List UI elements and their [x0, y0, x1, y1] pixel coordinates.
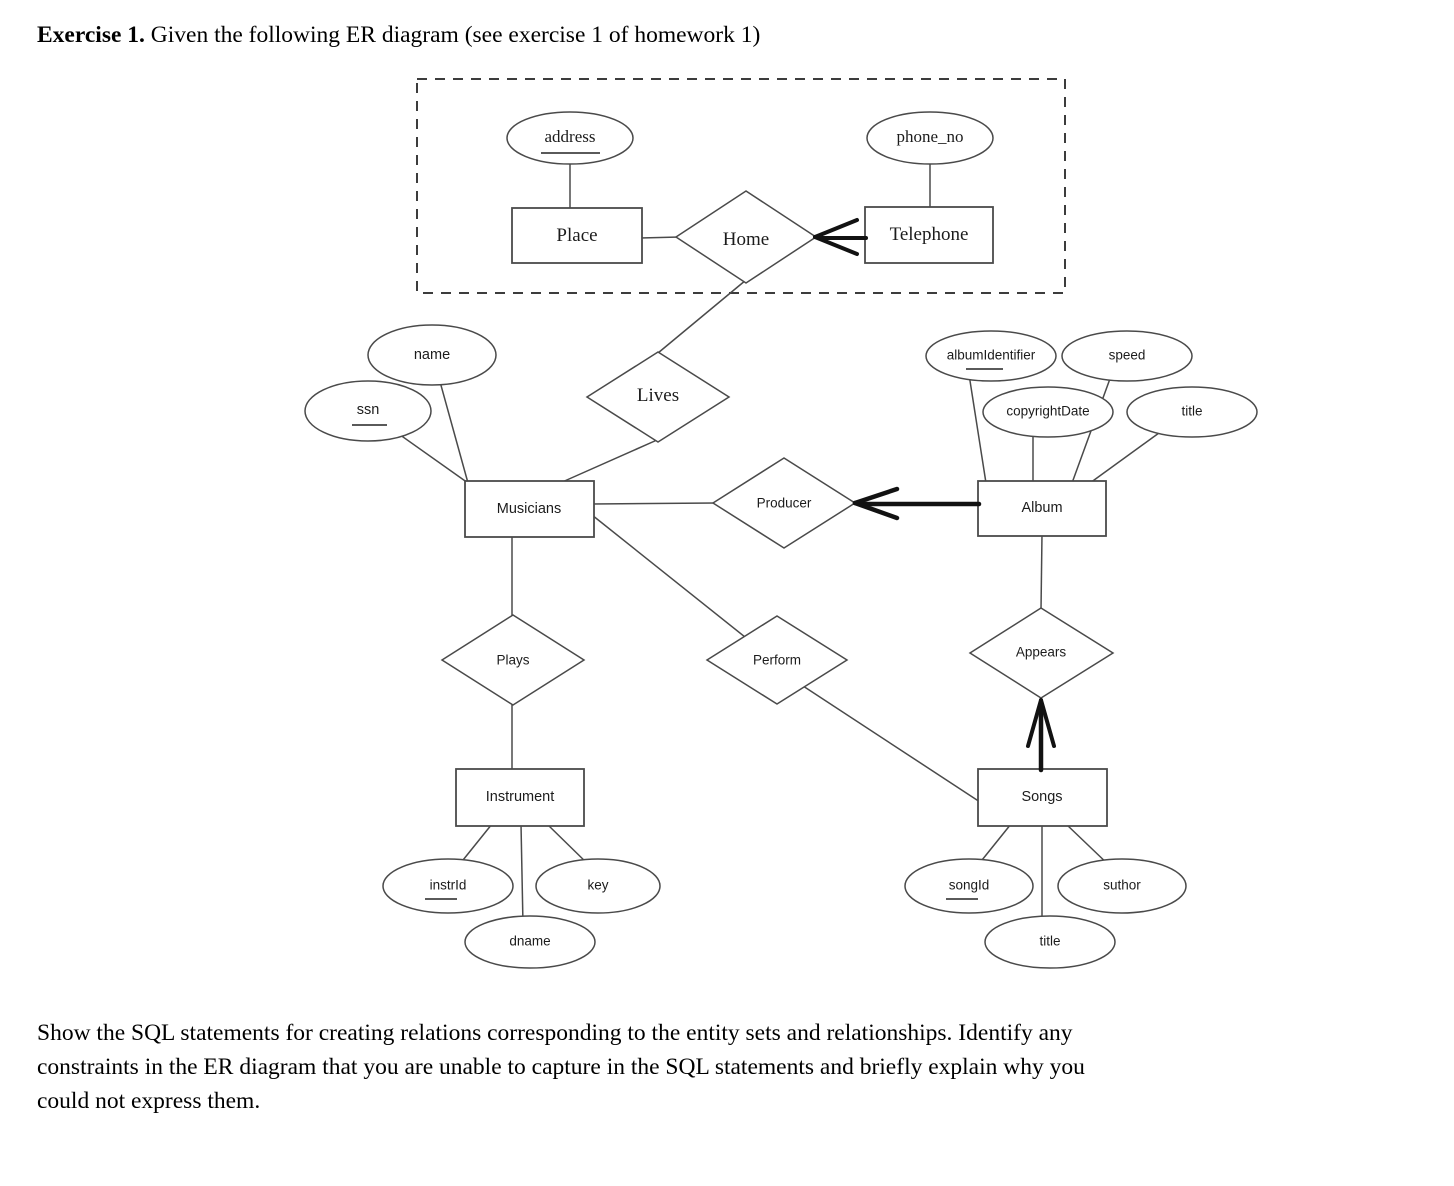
question-line-3: could not express them.: [37, 1088, 261, 1114]
entity-album-label: Album: [1021, 500, 1063, 516]
relationship-diamonds: [440, 190, 1115, 706]
entity-telephone-box: [864, 206, 994, 264]
edge-musicians-perform: [591, 514, 751, 642]
attribute-albumidentifier-ellipse: [925, 330, 1057, 382]
attribute-name-label: name: [413, 347, 451, 363]
attribute-songid-ellipse: [904, 858, 1034, 914]
attribute-suthor-ellipse: [1057, 858, 1187, 914]
relationship-perform-diamond: [705, 615, 849, 705]
attribute-copyrightdate-label: copyrightDate: [1006, 403, 1090, 419]
attribute-key-label: key: [587, 877, 609, 893]
attribute-instrid-label: instrId: [429, 877, 467, 893]
home-subdiagram-dashed-frame: [416, 78, 1066, 294]
relationship-producer-diamond: [711, 457, 857, 549]
edge-lives-musicians: [559, 439, 658, 484]
edge-perform-songs: [799, 683, 981, 803]
many-arrow-album-producer: [852, 486, 982, 521]
entity-instrument-label: Instrument: [485, 789, 555, 805]
relationship-producer-label: Producer: [756, 495, 812, 511]
relationship-plays-diamond: [440, 614, 586, 706]
attribute-ellipses: [304, 111, 1258, 969]
edge-title-album: [1089, 424, 1171, 484]
relationship-home-label: Home: [722, 229, 770, 250]
entity-songs-label: Songs: [1021, 789, 1063, 805]
edge-dname-instrument: [520, 823, 524, 926]
attribute-key-ellipse: [535, 858, 661, 914]
attribute-suthor-label: suthor: [1103, 877, 1141, 893]
question-line-2: constraints in the ER diagram that you a…: [37, 1054, 1085, 1080]
attribute-songs-title-label: title: [1039, 933, 1061, 949]
attribute-songid-label: songId: [948, 877, 990, 893]
attribute-ssn-label: ssn: [356, 402, 380, 418]
attribute-dname-label: dname: [509, 933, 551, 949]
edge-albumidentifier-album: [967, 367, 987, 484]
edge-musicians-producer: [591, 502, 717, 505]
question-line-1: Show the SQL statements for creating rel…: [37, 1020, 1073, 1046]
exercise-question-paragraph: Show the SQL statements for creating rel…: [37, 1016, 1085, 1118]
relationship-appears-label: Appears: [1015, 644, 1067, 660]
many-arrow-telephone-home: [813, 218, 868, 256]
attribute-phone-no-label: phone_no: [896, 127, 964, 146]
attribute-copyrightdate-ellipse: [982, 386, 1114, 438]
entity-songs-box: [977, 768, 1108, 827]
entity-telephone-label: Telephone: [889, 224, 969, 245]
edge-place-home: [639, 236, 681, 239]
relationship-lives-diamond: [585, 351, 731, 443]
attribute-albumidentifier-label: albumIdentifier: [946, 347, 1036, 363]
attribute-address-ellipse: [506, 111, 634, 165]
attribute-album-title-ellipse: [1126, 386, 1258, 438]
many-arrows: [813, 218, 1056, 773]
entity-instrument-box: [455, 768, 585, 827]
entity-musicians-box: [464, 480, 595, 538]
entity-boxes: [455, 206, 1108, 827]
attribute-songs-title-ellipse: [984, 915, 1116, 969]
entity-musicians-label: Musicians: [496, 501, 562, 517]
relationship-perform-label: Perform: [752, 652, 802, 668]
key-underlines: [352, 152, 1003, 900]
attribute-phone-no-ellipse: [866, 111, 994, 165]
attribute-instrid-ellipse: [382, 858, 514, 914]
attribute-speed-ellipse: [1061, 330, 1193, 382]
entity-place-label: Place: [556, 225, 598, 246]
edge-home-lives: [657, 279, 747, 354]
attribute-address-label: address: [544, 127, 596, 146]
entity-album-box: [977, 480, 1107, 537]
many-arrow-songs-appears: [1026, 698, 1056, 773]
attribute-speed-label: speed: [1108, 347, 1146, 363]
exercise-heading: Exercise 1. Given the following ER diagr…: [37, 22, 760, 49]
attribute-name-ellipse: [367, 324, 497, 386]
exercise-heading-bold: Exercise 1.: [37, 22, 145, 48]
attribute-dname-ellipse: [464, 915, 596, 969]
relationship-lives-label: Lives: [636, 385, 680, 406]
edge-album-appears: [1040, 533, 1043, 611]
attribute-ssn-ellipse: [304, 380, 432, 442]
attribute-album-title-label: title: [1181, 403, 1203, 419]
entity-place-box: [511, 207, 643, 264]
relationship-home-diamond: [674, 190, 818, 284]
exercise-heading-text: Given the following ER diagram (see exer…: [144, 22, 761, 48]
relationship-plays-label: Plays: [496, 652, 530, 668]
